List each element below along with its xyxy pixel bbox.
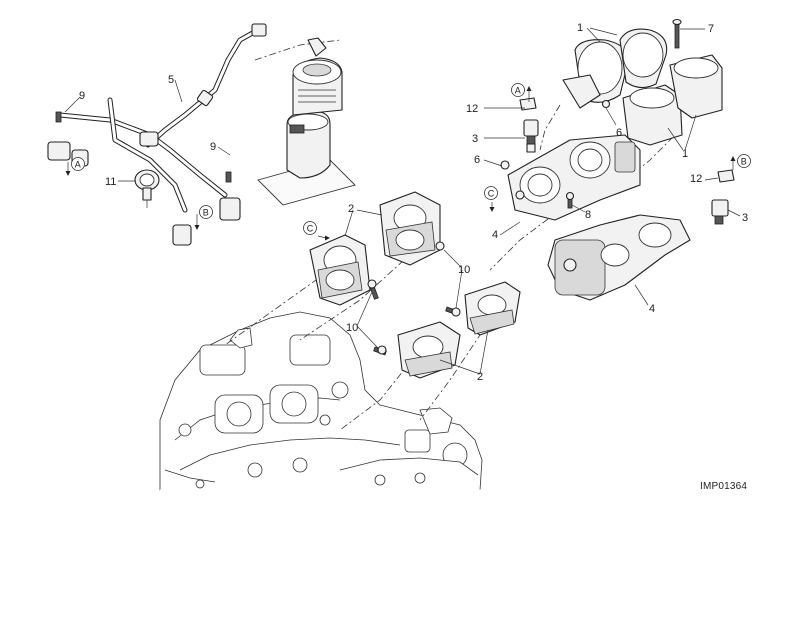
callout-2: 2 xyxy=(477,371,483,383)
reference-mark-c-left: C xyxy=(303,221,330,241)
svg-text:B: B xyxy=(203,207,209,217)
callout-3: 3 xyxy=(742,212,748,224)
engine-block xyxy=(159,311,483,491)
bolts xyxy=(367,241,461,356)
callout-10: 10 xyxy=(346,322,358,334)
callout-9: 9 xyxy=(79,90,85,102)
small-screws xyxy=(500,99,611,209)
reference-mark-b-left: B xyxy=(194,205,213,230)
svg-text:C: C xyxy=(488,188,495,198)
drawing-reference-code: IMP01364 xyxy=(700,481,748,492)
sensor-upper xyxy=(519,97,539,153)
fuel-pump xyxy=(257,37,356,206)
leader-lines xyxy=(64,27,741,375)
callout-9: 9 xyxy=(210,141,216,153)
sensor-lower xyxy=(711,169,735,225)
reference-mark-b-right: B xyxy=(730,154,751,170)
callout-2: 2 xyxy=(348,203,354,215)
callout-4: 4 xyxy=(492,229,498,241)
reference-mark-a-right: A xyxy=(511,83,532,102)
callout-10: 10 xyxy=(458,264,470,276)
svg-text:A: A xyxy=(75,159,81,169)
svg-text:C: C xyxy=(307,223,314,233)
callout-12: 12 xyxy=(690,173,702,185)
callout-4: 4 xyxy=(649,303,655,315)
intake-manifold-upper-right xyxy=(379,191,441,266)
callout-3: 3 xyxy=(472,133,478,145)
reference-mark-a-left: A xyxy=(65,157,85,176)
reference-mark-c-right: C xyxy=(484,186,498,212)
throttle-body-lower xyxy=(547,214,691,301)
callout-12: 12 xyxy=(466,103,478,115)
callout-11: 11 xyxy=(105,176,116,188)
fuel-rail xyxy=(47,97,241,246)
callout-5: 5 xyxy=(168,74,174,86)
screw xyxy=(672,18,682,49)
intake-manifold-upper-left xyxy=(309,234,371,306)
air-funnels xyxy=(562,28,723,146)
fuel-hose xyxy=(145,23,267,148)
callout-1: 1 xyxy=(577,22,583,34)
intake-manifold-lower-left xyxy=(397,321,461,379)
svg-text:B: B xyxy=(741,156,747,166)
intake-manifold-lower-right xyxy=(464,281,521,336)
callout-numbers: 1 1 2 2 3 3 4 4 5 6 6 7 8 9 9 10 10 11 1… xyxy=(79,22,748,383)
pressure-regulator xyxy=(134,169,160,208)
callout-6: 6 xyxy=(616,127,622,139)
callout-8: 8 xyxy=(585,209,591,221)
callout-7: 7 xyxy=(708,23,714,35)
throttle-body-upper xyxy=(507,134,641,221)
callout-6: 6 xyxy=(474,154,480,166)
svg-text:A: A xyxy=(515,85,521,95)
callout-1: 1 xyxy=(682,148,688,160)
